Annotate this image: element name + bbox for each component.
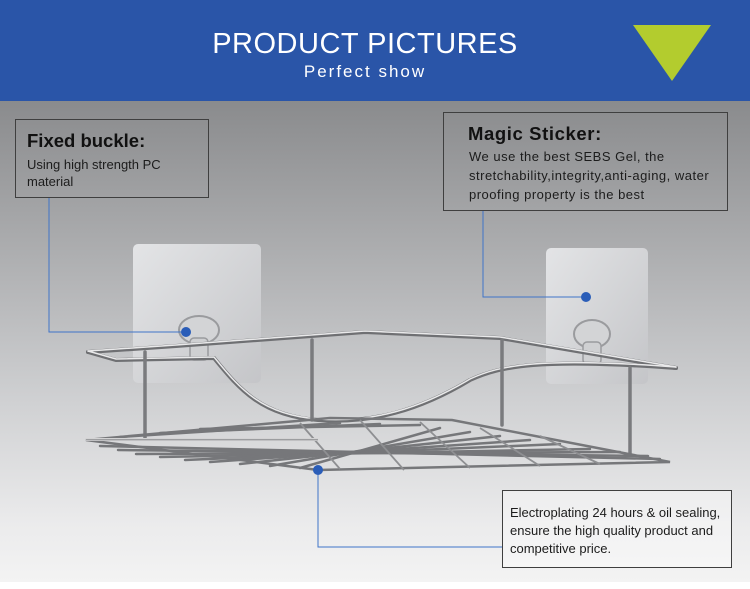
magic-sticker-description: We use the best SEBS Gel, the stretchabi… bbox=[469, 149, 710, 202]
page-title: PRODUCT PICTURES bbox=[212, 28, 518, 60]
triangle-down-icon bbox=[633, 25, 711, 81]
electroplating-callout: Electroplating 24 hours & oil sealing, e… bbox=[502, 490, 732, 568]
page-subtitle: Perfect show bbox=[303, 62, 427, 81]
support-posts bbox=[143, 338, 632, 457]
left-adhesive-pad bbox=[133, 244, 261, 383]
top-rail bbox=[86, 329, 678, 423]
magic-sticker-callout: Magic Sticker: We use the best SEBS Gel,… bbox=[443, 112, 728, 211]
basket-front-edge bbox=[86, 438, 318, 441]
magic-sticker-title: Magic Sticker: bbox=[468, 123, 602, 144]
grid-marker-dot bbox=[313, 465, 323, 475]
fixed-buckle-callout: Fixed buckle: Using high strength PC mat… bbox=[15, 119, 209, 198]
leader-lines bbox=[48, 198, 586, 548]
electroplating-description: Electroplating 24 hours & oil sealing, e… bbox=[510, 505, 721, 556]
sticker-marker-dot bbox=[581, 292, 591, 302]
header-banner: PRODUCT PICTURES Perfect show bbox=[0, 0, 750, 101]
fixed-buckle-description: Using high strength PC material bbox=[27, 157, 161, 189]
basket-grid bbox=[85, 416, 671, 472]
buckle-marker-dot bbox=[181, 327, 191, 337]
fixed-buckle-title: Fixed buckle: bbox=[27, 130, 146, 151]
grid-cross-wires bbox=[299, 419, 601, 471]
